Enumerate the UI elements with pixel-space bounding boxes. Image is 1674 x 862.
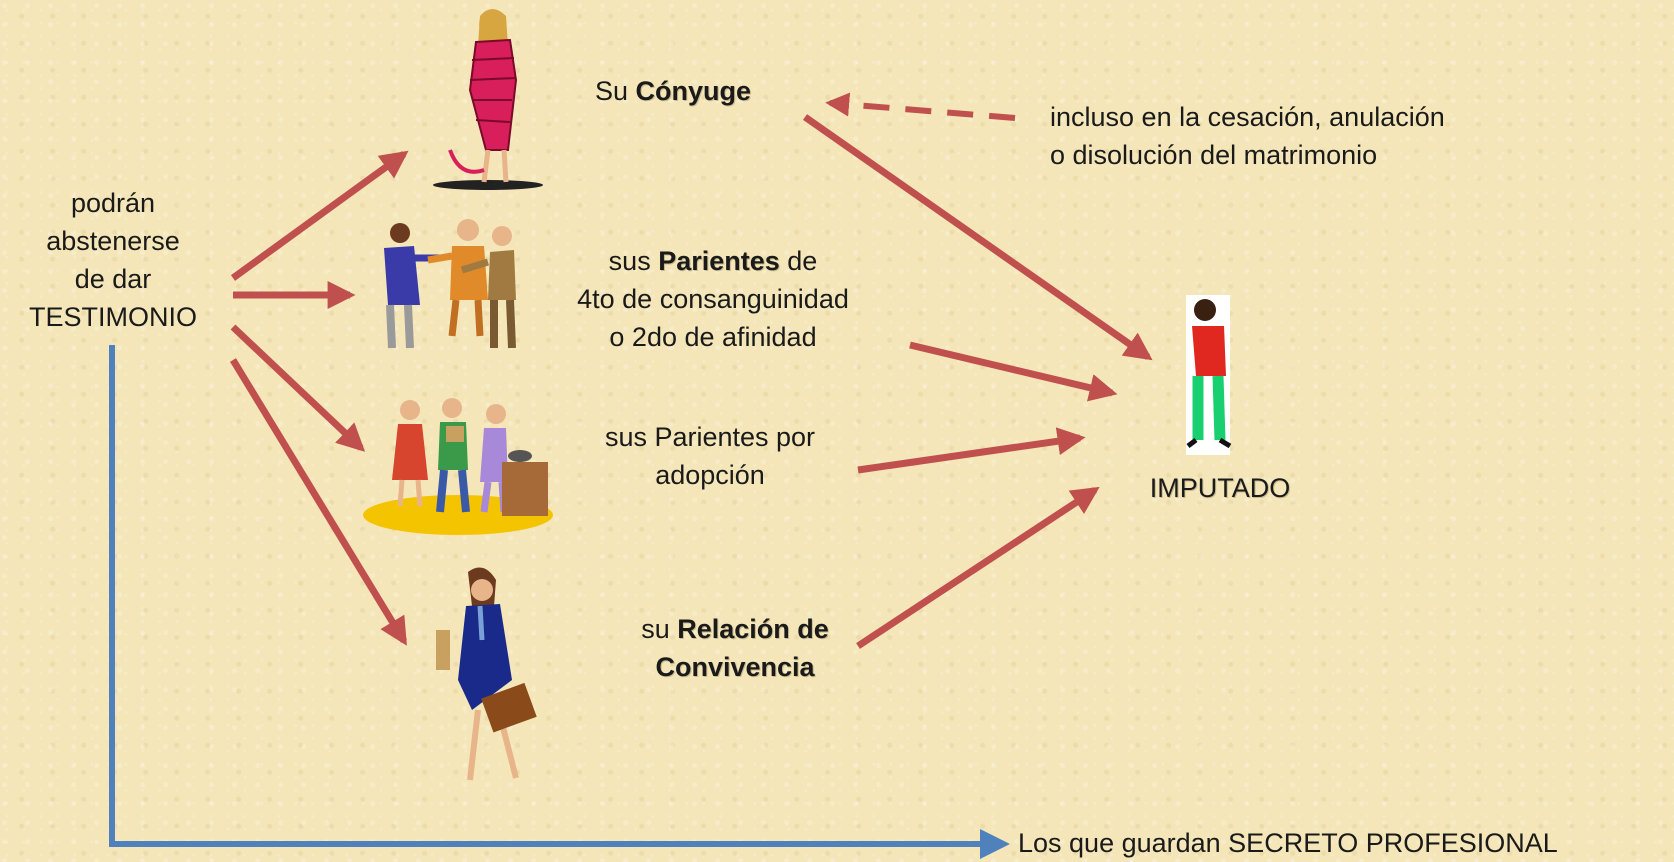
relatives-prefix: sus — [608, 246, 659, 276]
arrow-to-professional-secret — [109, 345, 1010, 859]
relatives-line-1: sus Parientes de — [548, 242, 878, 280]
spouse-label: Su Cónyuge — [548, 72, 798, 110]
accused-man-icon — [1186, 295, 1232, 455]
arrow-to-cohabitation — [230, 358, 407, 646]
cohabitation-bold-1: Relación de — [677, 614, 829, 644]
arrow-relatives-to-accused — [909, 341, 1118, 402]
cohabitation-line-2: Convivencia — [600, 648, 870, 686]
relatives-line-2: 4to de consanguinidad — [577, 284, 849, 314]
adoption-line-2: adopción — [655, 460, 765, 490]
relatives-label: sus Parientes de 4to de consanguinidad o… — [548, 242, 878, 356]
abstain-testimony-label: podrán abstenerse de dar TESTIMONIO — [0, 184, 226, 336]
professional-secret-label: Los que guardan SECRETO PROFESIONAL — [1018, 828, 1558, 858]
cohabitation-prefix: su — [641, 614, 678, 644]
spouse-prefix: Su — [594, 76, 636, 106]
abstain-line-1: podrán — [70, 188, 156, 218]
abstain-line-2: abstenerse — [46, 226, 180, 256]
spouse-note-line-1: incluso en la cesación, anulación — [1050, 102, 1445, 132]
adoption-line-1: sus Parientes por — [604, 422, 816, 452]
handshake-people-icon — [384, 219, 516, 349]
relatives-line-3: o 2do de afinidad — [609, 322, 817, 352]
spouse-note-line-2: o disolución del matrimonio — [1050, 140, 1378, 170]
adoption-label: sus Parientes por adopción — [570, 418, 850, 494]
arrow-to-spouse — [230, 150, 409, 281]
arrow-adoption-to-accused — [857, 427, 1086, 474]
bound-woman-icon — [433, 9, 543, 190]
cohabitation-bold-2: Convivencia — [655, 652, 815, 682]
relatives-bold: Parientes — [658, 246, 780, 276]
arrow-to-adoption — [230, 324, 366, 452]
arrow-spouse-to-accused — [802, 114, 1153, 361]
accused-label: IMPUTADO — [1149, 473, 1291, 503]
abstain-line-3: de dar — [74, 264, 152, 294]
relatives-suffix: de — [779, 246, 818, 276]
spouse-bold: Cónyuge — [635, 76, 752, 106]
abstain-line-4: TESTIMONIO — [29, 302, 197, 332]
family-group-icon — [363, 398, 553, 535]
businesswoman-icon — [436, 567, 537, 781]
spouse-note: incluso en la cesación, anulación o diso… — [1050, 98, 1570, 174]
cohabitation-line-1: su Relación de — [600, 610, 870, 648]
cohabitation-label: su Relación de Convivencia — [600, 610, 870, 686]
arrow-cohabitation-to-accused — [856, 486, 1100, 649]
dashed-arrow-note-to-spouse — [825, 92, 1016, 121]
